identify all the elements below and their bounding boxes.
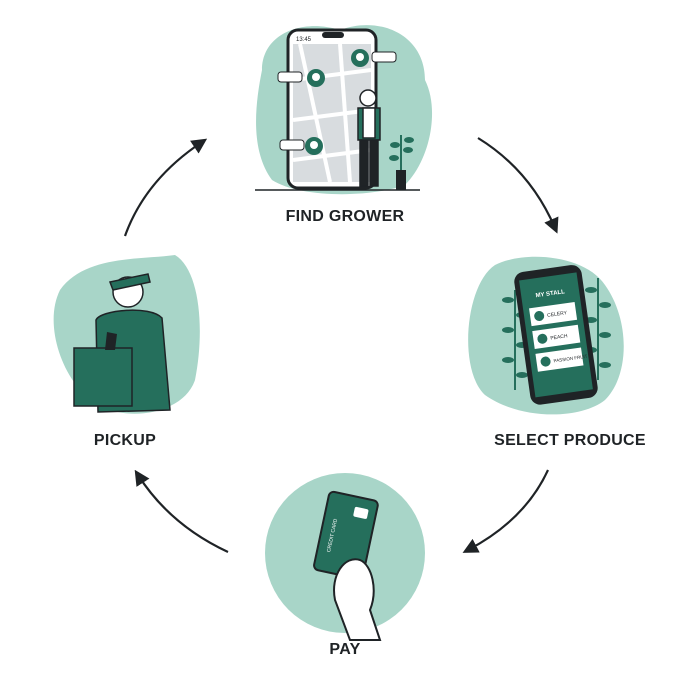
step-label-pickup: PICKUP [93,432,157,449]
map-pin-icon [277,69,325,87]
plant-icon [389,135,414,190]
arrow-icon [123,138,208,237]
find-grower-illustration: 13:45 [255,25,433,195]
arrow-icon [462,469,549,553]
produce-item[interactable]: PASSION FRUIT [553,354,588,364]
produce-list: CELERY PEACH PASSION FRUIT [529,301,588,372]
phone-status-time: 13:45 [296,37,312,43]
map-pin-icon [279,137,323,155]
pickup-illustration [53,255,200,414]
pay-illustration: CREDIT CARD [265,473,425,641]
map-pin-icon [351,49,397,67]
step-label-find-grower: FIND GROWER [285,208,405,225]
step-label-pay: PAY [329,641,361,658]
step-label-select-produce: SELECT PRODUCE [494,432,646,449]
box-icon [73,347,133,407]
person-figure [357,89,381,187]
phone-title: MY STALL [535,289,565,299]
select-produce-illustration: MY STALL CELERY PEACH PASSION FRUIT [468,256,624,415]
hand-figure [333,558,382,641]
produce-item[interactable]: PEACH [550,333,568,341]
produce-item[interactable]: CELERY [547,310,568,319]
arrow-icon [134,469,229,553]
arrow-icon [477,137,559,234]
cycle-arrows [123,137,559,553]
phone-icon: MY STALL CELERY PEACH PASSION FRUIT [514,265,598,405]
